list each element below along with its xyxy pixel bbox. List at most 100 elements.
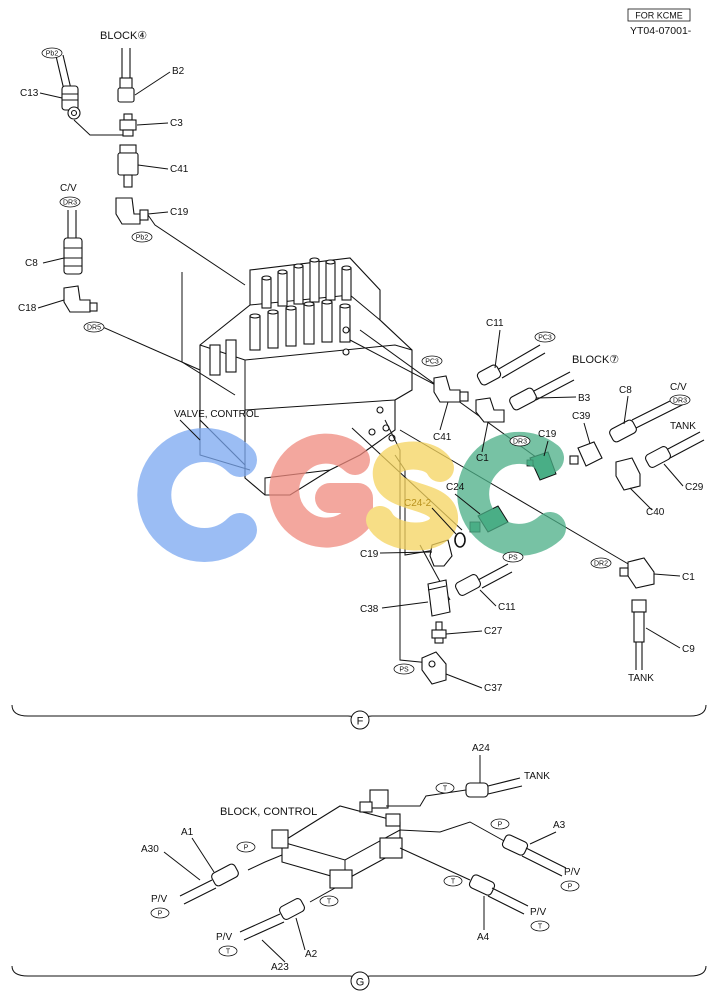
label-c37: C37 — [484, 683, 503, 694]
label-b2: B2 — [172, 66, 185, 77]
svg-text:T: T — [443, 786, 448, 793]
title-block7: BLOCK⑦ — [572, 354, 619, 366]
part-a24[interactable] — [465, 777, 523, 798]
bubble-p-left: P — [150, 907, 170, 919]
label-b3: B3 — [578, 393, 591, 404]
svg-text:DR2: DR2 — [594, 561, 608, 568]
part-c39[interactable] — [569, 441, 603, 467]
part-a4[interactable] — [468, 874, 529, 915]
part-c3[interactable] — [119, 113, 137, 137]
bubble-t-center: T — [319, 895, 339, 907]
title-block-control: BLOCK, CONTROL — [220, 806, 317, 818]
bubble-t-top: T — [435, 782, 455, 794]
title-pv-left: P/V — [151, 894, 167, 905]
watermark-letter-s — [366, 441, 458, 551]
watermark-letter-g — [269, 433, 373, 548]
part-c8-left[interactable] — [63, 210, 83, 275]
bubble-p-right: P — [560, 880, 580, 892]
svg-text:P: P — [244, 845, 249, 852]
section-f-bracket: F — [11, 704, 707, 730]
svg-text:T: T — [538, 924, 543, 931]
part-a3[interactable] — [501, 834, 567, 877]
label-c11-upper: C11 — [486, 318, 504, 329]
part-c29[interactable] — [644, 431, 705, 469]
svg-text:PS: PS — [508, 555, 518, 562]
label-c18: C18 — [18, 303, 37, 314]
label-a2: A2 — [305, 949, 318, 960]
label-c9: C9 — [682, 644, 695, 655]
part-c37[interactable] — [421, 651, 447, 685]
bubble-dr2: DR2 — [590, 557, 612, 569]
label-c41-upper: C41 — [170, 164, 189, 175]
bubble-dr5: DR5 — [83, 321, 105, 333]
label-c19-upper: C19 — [170, 207, 189, 218]
title-cv-left: C/V — [60, 183, 77, 194]
part-c41-lower[interactable] — [433, 375, 469, 403]
part-c38[interactable] — [427, 579, 451, 617]
bubble-dr3-left: DR3 — [59, 196, 81, 208]
header-code: YT04-07001- — [630, 25, 692, 37]
label-c1-upper: C1 — [476, 453, 489, 464]
section-g-bracket: G — [11, 965, 707, 991]
control-valve-body — [199, 257, 413, 496]
bubble-pc3-hose: PC3 — [534, 331, 556, 343]
section-g-bubbles: T P P P P P T T T T — [150, 782, 580, 957]
section-g-labels: BLOCK, CONTROL A24 TANK A3 A1 A30 P/V P/… — [141, 743, 580, 973]
label-c38: C38 — [360, 604, 379, 615]
bubble-ps-hose: PS — [502, 551, 524, 563]
svg-text:P: P — [158, 911, 163, 918]
svg-text:T: T — [327, 899, 332, 906]
part-c18[interactable] — [63, 285, 98, 313]
part-c11-lower[interactable] — [454, 563, 513, 597]
label-c40: C40 — [646, 507, 665, 518]
svg-text:DR3: DR3 — [673, 398, 687, 405]
bubble-pc3-valve: PC3 — [421, 355, 443, 367]
title-tank-g: TANK — [524, 771, 550, 782]
label-c19-lower: C19 — [360, 549, 379, 560]
label-c13: C13 — [20, 88, 39, 99]
title-tank-right: TANK — [670, 421, 696, 432]
part-c9[interactable] — [631, 599, 647, 670]
section-f-labels: BLOCK④ B2 C13 C3 C41 C19 C/V C8 C18 VALV… — [18, 30, 704, 694]
svg-text:PC3: PC3 — [538, 335, 552, 342]
watermark-letter-c1 — [137, 428, 257, 562]
header-badge: FOR KCME — [635, 11, 683, 21]
bubble-dr3-mid: DR3 — [509, 435, 531, 447]
part-c1-upper[interactable] — [475, 397, 505, 423]
bubble-ps-lower: PS — [393, 663, 415, 675]
label-a4: A4 — [477, 932, 490, 943]
label-a30: A30 — [141, 844, 159, 855]
bubble-pb2-lower: Pb2 — [131, 231, 153, 243]
section-g-leaders — [163, 755, 557, 963]
part-c19-upper[interactable] — [115, 197, 149, 225]
label-c24-2: C24-2 — [404, 498, 432, 509]
part-a1[interactable] — [179, 863, 240, 905]
watermark-letter-c2 — [457, 431, 566, 556]
part-b3[interactable] — [508, 371, 575, 411]
title-pv-right-lower: P/V — [530, 907, 546, 918]
part-c40[interactable] — [615, 457, 641, 491]
label-c24: C24 — [446, 482, 465, 493]
part-c41-upper[interactable] — [117, 144, 139, 188]
svg-text:PS: PS — [399, 667, 409, 674]
part-c24-2[interactable] — [454, 532, 466, 548]
label-c19-mid: C19 — [538, 429, 557, 440]
part-b2[interactable] — [117, 48, 135, 103]
part-c13[interactable] — [55, 54, 81, 120]
svg-text:P: P — [568, 884, 573, 891]
label-a23: A23 — [271, 962, 289, 973]
section-f-bubbles: Pb2 Pb2 DR3 DR5 PC3 PC3 DR3 DR3 DR2 PS P… — [41, 47, 691, 675]
part-c27[interactable] — [431, 621, 447, 644]
title-tank-bottom: TANK — [628, 673, 654, 684]
label-a1: A1 — [181, 827, 194, 838]
svg-text:DR5: DR5 — [87, 325, 101, 332]
label-c41-lower: C41 — [433, 432, 452, 443]
label-c11-lower: C11 — [498, 602, 516, 613]
part-c1-lower[interactable] — [619, 557, 655, 589]
part-a2[interactable] — [239, 897, 306, 941]
label-c1-lower: C1 — [682, 572, 695, 583]
bubble-p-left-block: P — [236, 841, 256, 853]
part-c11-upper[interactable] — [476, 344, 546, 386]
label-c29: C29 — [685, 482, 704, 493]
svg-text:Pb2: Pb2 — [136, 235, 149, 242]
